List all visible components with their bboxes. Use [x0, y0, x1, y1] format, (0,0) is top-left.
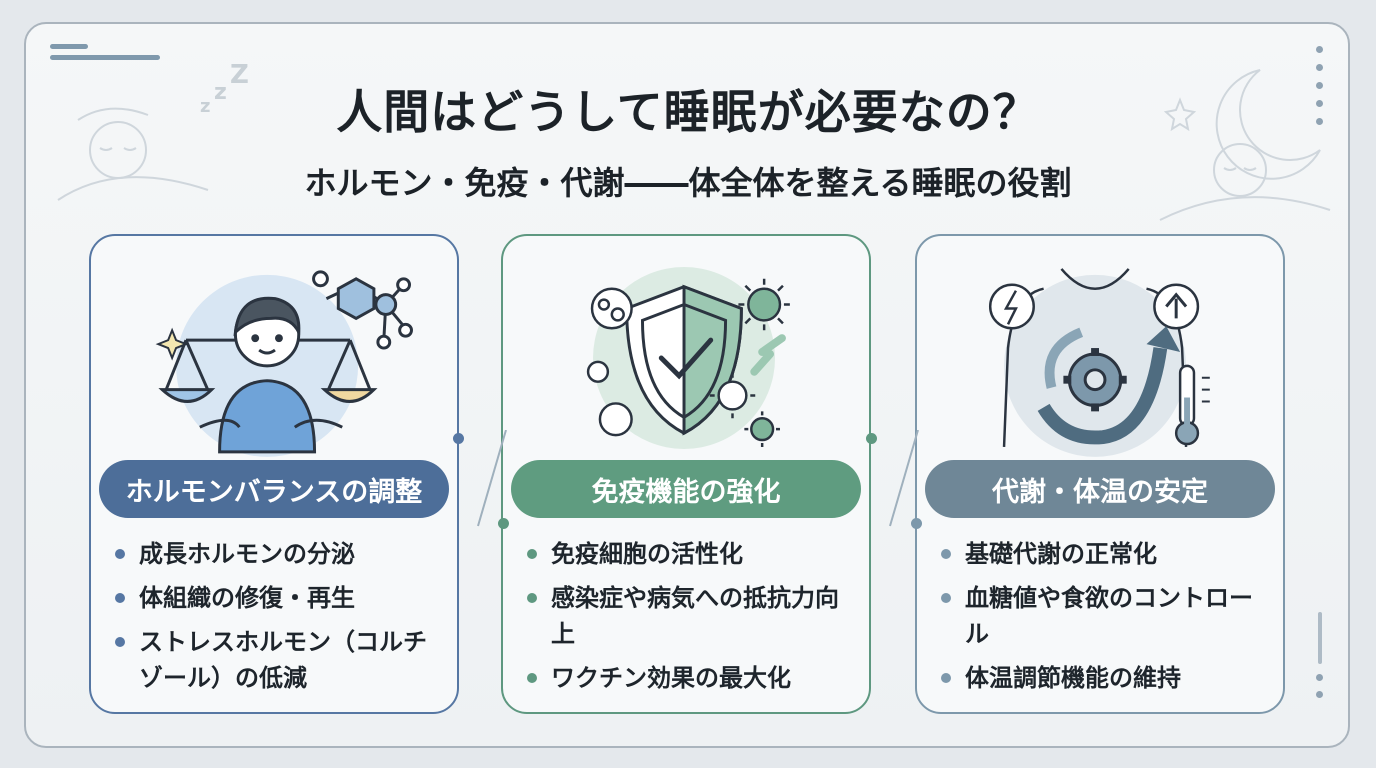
page-subtitle: ホルモン・免疫・代謝――体全体を整える睡眠の役割	[304, 164, 1072, 202]
list-item: 成長ホルモンの分泌	[113, 536, 447, 572]
connector-dot	[911, 518, 922, 529]
card-metabolism-temperature: 代謝・体温の安定 基礎代謝の正常化 血糖値や食欲のコントロール 体温調節機能の維…	[915, 234, 1285, 714]
decorative-dots-top	[1316, 46, 1324, 136]
connector-dot	[866, 433, 877, 444]
list-item: 体温調節機能の維持	[939, 660, 1273, 696]
connector-line	[477, 430, 507, 527]
card-heading: 代謝・体温の安定	[925, 460, 1275, 518]
list-item: 血糖値や食欲のコントロール	[939, 580, 1273, 652]
list-item: ワクチン効果の最大化	[525, 660, 859, 696]
card-immune-function: 免疫機能の強化 免疫細胞の活性化 感染症や病気への抵抗力向上 ワクチン効果の最大…	[501, 234, 871, 714]
connector-line	[889, 430, 919, 527]
list-item: 感染症や病気への抵抗力向上	[525, 580, 859, 652]
card-hormone-balance: ホルモンバランスの調整 成長ホルモンの分泌 体組織の修復・再生 ストレスホルモン…	[89, 234, 459, 714]
page-title: 人間はどうして睡眠が必要なの？	[336, 85, 1040, 139]
body-gear-thermometer-icon	[988, 268, 1210, 457]
person-balance-hormone-icon	[155, 270, 413, 457]
connector-dot	[498, 518, 509, 529]
list-item: 体組織の修復・再生	[113, 580, 447, 616]
bullet-list: 免疫細胞の活性化 感染症や病気への抵抗力向上 ワクチン効果の最大化	[525, 536, 859, 704]
bullet-list: 成長ホルモンの分泌 体組織の修復・再生 ストレスホルモン（コルチゾール）の低減	[113, 536, 447, 704]
list-item: 基礎代謝の正常化	[939, 536, 1273, 572]
decorative-dots-bottom	[1316, 612, 1324, 708]
connector-dot	[453, 433, 464, 444]
card-heading: 免疫機能の強化	[511, 460, 861, 518]
sleeping-person-left-icon	[57, 107, 209, 201]
list-item: 免疫細胞の活性化	[525, 536, 859, 572]
sleeping-person-moon-icon	[1159, 69, 1331, 221]
shield-virus-icon	[586, 266, 790, 449]
bullet-list: 基礎代謝の正常化 血糖値や食欲のコントロール 体温調節機能の維持	[939, 536, 1273, 704]
card-heading: ホルモンバランスの調整	[99, 460, 449, 518]
list-item: ストレスホルモン（コルチゾール）の低減	[113, 624, 447, 696]
decorative-bars	[50, 44, 160, 66]
